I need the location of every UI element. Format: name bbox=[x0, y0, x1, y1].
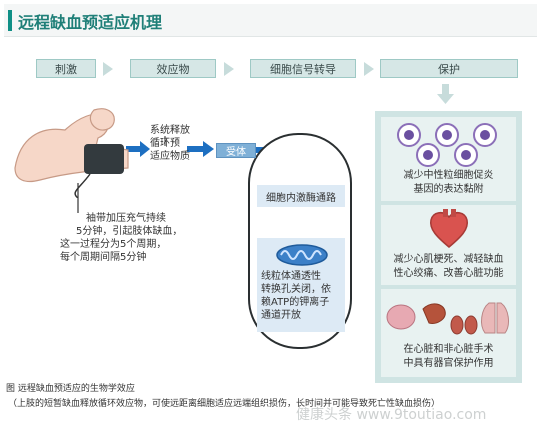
down-arrow-protection bbox=[437, 84, 454, 104]
arrow-arm-release-head bbox=[140, 141, 150, 157]
mito-line-2: 转换孔关闭，依 bbox=[261, 284, 331, 295]
neutrophil-cells-icon bbox=[397, 123, 497, 167]
protection-text-organs: 在心脏和非心脏手术 中具有器官保护作用 bbox=[381, 343, 516, 371]
mito-line-3: 赖ATP的钾离子 bbox=[261, 297, 330, 308]
fist-shape bbox=[89, 108, 115, 131]
protection-2-line-2: 性心绞痛、改善心脏功能 bbox=[393, 268, 504, 279]
release-description: 系统释放 循环预 适应物质 bbox=[150, 124, 220, 163]
step-arrow-3 bbox=[364, 62, 374, 76]
protection-panel: 减少中性粒细胞促炎 基因的表达黏附 减少心肌梗死、减轻缺血 性心绞痛、改善心脏功… bbox=[375, 111, 522, 383]
protection-box-heart: 减少心肌梗死、减轻缺血 性心绞痛、改善心脏功能 bbox=[381, 205, 516, 285]
arrow-arm-release-shaft bbox=[126, 146, 140, 152]
page-title: 远程缺血预适应机理 bbox=[18, 13, 163, 32]
step-stimulus: 刺激 bbox=[36, 59, 96, 78]
cuff-shape bbox=[84, 144, 124, 174]
heart-icon bbox=[429, 209, 469, 248]
mitochondria-text: 线粒体通透性 转换孔关闭，依 赖ATP的钾离子 通道开放 bbox=[261, 270, 345, 322]
cuff-line-2: 5分钟，引起肢体缺血， bbox=[76, 226, 183, 237]
step-signaling: 细胞信号转导 bbox=[250, 59, 356, 78]
mitochondria-box: 线粒体通透性 转换孔关闭，依 赖ATP的钾离子 通道开放 bbox=[257, 238, 345, 332]
cuff-description: 袖带加压充气持续 5分钟，引起肢体缺血， 这一过程分为5个周期， 每个周期间隔5… bbox=[60, 212, 230, 264]
receptor-label: 受体 bbox=[216, 143, 256, 158]
arrow-release-receptor-head bbox=[203, 141, 214, 157]
arrow-release-receptor-shaft bbox=[187, 146, 203, 152]
step-protection: 保护 bbox=[380, 59, 518, 78]
title-bar bbox=[4, 4, 537, 37]
figure-footnote: （上肢的短暂缺血释放循环效应物，可使远距离细胞适应远端组织损伤，长时间并可能导致… bbox=[8, 399, 441, 409]
protection-1-line-1: 减少中性粒细胞促炎 bbox=[403, 170, 494, 181]
protection-text-heart: 减少心肌梗死、减轻缺血 性心绞痛、改善心脏功能 bbox=[381, 253, 516, 281]
cuff-line-4: 每个周期间隔5分钟 bbox=[60, 252, 147, 263]
title-accent-bar bbox=[8, 10, 12, 31]
protection-box-neutrophil: 减少中性粒细胞促炎 基因的表达黏附 bbox=[381, 117, 516, 201]
protection-text-neutrophil: 减少中性粒细胞促炎 基因的表达黏附 bbox=[381, 169, 516, 197]
step-arrow-2 bbox=[224, 62, 234, 76]
cuff-line-3: 这一过程分为5个周期， bbox=[60, 239, 167, 250]
protection-box-organs: 在心脏和非心脏手术 中具有器官保护作用 bbox=[381, 289, 516, 377]
figure-caption: 图 远程缺血预适应的生物学效应 bbox=[6, 384, 135, 394]
release-line-1: 系统释放 bbox=[150, 125, 190, 136]
kinase-pathway-box: 细胞内激酶通路 bbox=[257, 185, 345, 207]
protection-2-line-1: 减少心肌梗死、减轻缺血 bbox=[393, 254, 504, 265]
protection-1-line-2: 基因的表达黏附 bbox=[413, 184, 484, 195]
step-arrow-1 bbox=[103, 62, 113, 76]
mito-line-4: 通道开放 bbox=[261, 310, 301, 321]
mito-line-1: 线粒体通透性 bbox=[261, 271, 321, 282]
organs-icon bbox=[386, 302, 509, 335]
cuff-tube bbox=[74, 173, 91, 198]
release-line-2: 循环预 bbox=[150, 138, 180, 149]
step-effector: 效应物 bbox=[130, 59, 216, 78]
protection-3-line-2: 中具有器官保护作用 bbox=[403, 358, 494, 369]
mitochondria-icon bbox=[276, 244, 328, 266]
arm-with-cuff-illustration bbox=[14, 108, 129, 198]
watermark: 健康头条 www.9toutiao.com bbox=[296, 407, 487, 423]
release-line-3: 适应物质 bbox=[150, 151, 190, 162]
cuff-line-1: 袖带加压充气持续 bbox=[86, 213, 166, 224]
protection-3-line-1: 在心脏和非心脏手术 bbox=[403, 344, 494, 355]
